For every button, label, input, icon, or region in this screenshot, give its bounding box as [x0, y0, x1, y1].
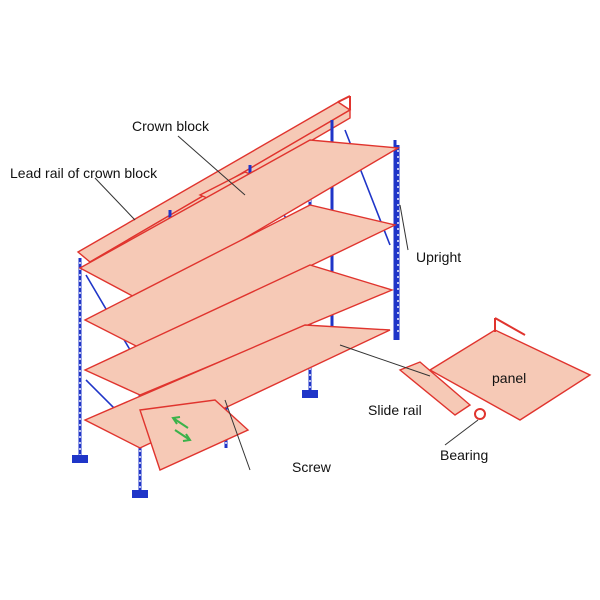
upright-label: Upright — [416, 249, 461, 265]
crown-block-label: Crown block — [132, 118, 210, 134]
shelves — [78, 139, 401, 449]
panel-label: panel — [492, 370, 526, 386]
bearing-wheel — [474, 408, 486, 420]
leader-lines — [94, 135, 479, 471]
lead-rail-label: Lead rail of crown block — [10, 165, 158, 181]
foot-plate — [132, 490, 148, 498]
slide-rail-label: Slide rail — [368, 402, 422, 418]
pulled-out-shelf — [139, 399, 250, 471]
screw-label: Screw — [292, 459, 332, 475]
foot-plate — [302, 390, 318, 398]
panel-assembly — [398, 317, 592, 421]
foot-plate — [72, 455, 88, 463]
bearing-label: Bearing — [440, 447, 488, 463]
